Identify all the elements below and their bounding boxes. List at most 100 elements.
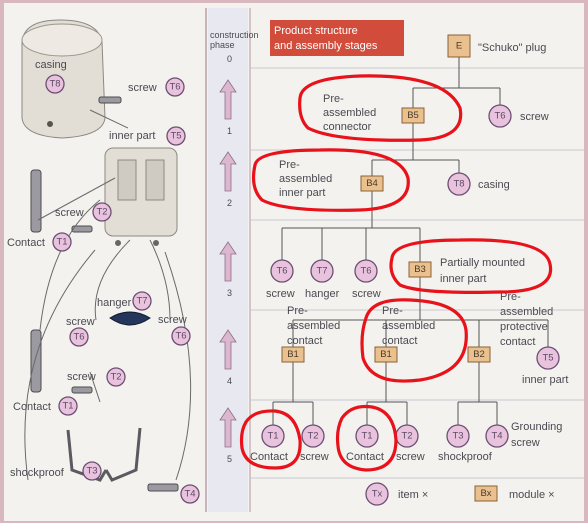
left-badge-t1-upper xyxy=(52,232,72,252)
left-label-casing: casing xyxy=(35,59,67,71)
label-inner-part: inner part xyxy=(522,374,568,386)
legend-item-symbol-text: Tx xyxy=(372,489,383,500)
contact-pin-lower-illustration xyxy=(30,329,42,393)
phase-number-5: 5 xyxy=(227,454,232,464)
label-b4-line3: inner part xyxy=(279,187,325,199)
label-b4-line2: assembled xyxy=(279,173,332,185)
node-t6-phase1 xyxy=(488,104,512,128)
label-b3-line1: Partially mounted xyxy=(440,257,525,269)
node-t8 xyxy=(447,172,471,196)
red-highlight-marks xyxy=(239,74,553,472)
left-label-shockproof: shockproof xyxy=(10,467,65,479)
phase-heading-line2: phase xyxy=(210,40,235,50)
label-casing: casing xyxy=(478,179,510,191)
phase-number-0: 0 xyxy=(227,54,232,64)
left-badge-t6-left-text: T6 xyxy=(73,332,84,343)
legend-module-label: module × xyxy=(509,489,555,501)
left-badge-t6-right xyxy=(171,326,191,346)
left-badge-t1-lower xyxy=(58,396,78,416)
label-hanger: hanger xyxy=(305,288,340,300)
legend-module-symbol-text: Bx xyxy=(480,488,491,499)
node-t2-right-text: T2 xyxy=(401,431,412,442)
left-badge-t6-right-text: T6 xyxy=(175,331,186,342)
module-e xyxy=(447,34,471,58)
parts-illustration xyxy=(21,19,192,492)
label-b1a-line1: Pre- xyxy=(287,305,308,317)
label-b1a-line2: assembled xyxy=(287,320,340,332)
node-t6-phase3-b-text: T6 xyxy=(360,266,371,277)
left-badge-t6-top xyxy=(165,77,185,97)
label-b1b-line3: contact xyxy=(382,335,417,347)
node-t8-text: T8 xyxy=(453,179,464,190)
left-badge-t2-lower xyxy=(106,367,126,387)
module-b1-right-text: B1 xyxy=(380,349,392,360)
highlight-b4 xyxy=(251,148,410,212)
left-badge-t8-text: T8 xyxy=(49,79,60,90)
left-label-contact-lower: Contact xyxy=(13,401,51,413)
left-badge-t1-lower-text: T1 xyxy=(62,401,73,412)
left-label-screw-left: screw xyxy=(66,316,95,328)
phase-arrows xyxy=(219,79,237,448)
left-label-hanger: hanger xyxy=(97,297,132,309)
label-b2-line4: contact xyxy=(500,336,535,348)
highlight-b5 xyxy=(298,74,463,142)
left-badge-t2-upper-text: T2 xyxy=(96,207,107,218)
left-badge-t2-upper xyxy=(92,202,112,222)
node-t4-text: T4 xyxy=(491,431,502,442)
node-t4 xyxy=(485,424,509,448)
module-b2 xyxy=(467,346,491,363)
label-shockproof: shockproof xyxy=(438,451,493,463)
left-badge-t2-lower-text: T2 xyxy=(110,372,121,383)
title-line1: Product structure xyxy=(274,25,358,37)
left-badge-t7 xyxy=(132,291,152,311)
label-b1b-line2: assembled xyxy=(382,320,435,332)
node-t2-left xyxy=(301,424,325,448)
label-screw-phase5-right: screw xyxy=(396,451,425,463)
label-b1a-line3: contact xyxy=(287,335,322,347)
node-t1-left-text: T1 xyxy=(267,431,278,442)
label-b5-line3: connector xyxy=(323,121,372,133)
inner-part-illustration xyxy=(104,147,178,237)
shockproof-spring-illustration xyxy=(66,427,142,482)
left-badge-t5-text: T5 xyxy=(170,131,181,142)
legend-module-symbol xyxy=(474,485,498,502)
node-t1-left xyxy=(261,424,285,448)
node-t7 xyxy=(310,259,334,283)
left-label-inner-part: inner part xyxy=(109,130,155,142)
phase-arrow-3 xyxy=(219,241,237,282)
node-t7-text: T7 xyxy=(316,266,327,277)
label-contact-left: Contact xyxy=(250,451,288,463)
node-t1-right-text: T1 xyxy=(361,431,372,442)
left-badge-t3 xyxy=(82,461,102,481)
module-e-text: E xyxy=(456,41,462,52)
left-badge-t6-top-text: T6 xyxy=(169,82,180,93)
module-b5 xyxy=(401,107,425,124)
label-b2-line2: assembled xyxy=(500,306,553,318)
left-badge-t5 xyxy=(166,126,186,146)
title-line2: and assembly stages xyxy=(274,40,378,52)
left-label-screw-t2-lower: screw xyxy=(67,371,96,383)
module-b5-text: B5 xyxy=(407,110,419,121)
label-b5-line2: assembled xyxy=(323,107,376,119)
left-label-screw-t6: screw xyxy=(128,82,157,94)
phase-arrow-2 xyxy=(219,151,237,192)
module-b3-text: B3 xyxy=(414,264,426,275)
legend-item-symbol xyxy=(365,482,389,506)
label-b1b-line1: Pre- xyxy=(382,305,403,317)
title-box xyxy=(270,20,404,56)
phase-heading-line1: construction xyxy=(210,30,259,40)
screw-t6-illustration xyxy=(98,96,122,104)
label-b2-line1: Pre- xyxy=(500,291,521,303)
module-b4 xyxy=(360,175,384,192)
phase-arrow-5 xyxy=(219,407,237,448)
hanger-illustration xyxy=(109,311,151,326)
node-t6-phase3-b xyxy=(354,259,378,283)
tree-connectors xyxy=(272,57,549,425)
highlight-t1-left xyxy=(239,409,302,470)
label-b2-line3: protective xyxy=(500,321,548,333)
node-t5-text: T5 xyxy=(542,353,553,364)
left-badge-t1-upper-text: T1 xyxy=(56,237,67,248)
label-screw-phase3-a: screw xyxy=(266,288,295,300)
phase-arrow-4 xyxy=(219,329,237,370)
